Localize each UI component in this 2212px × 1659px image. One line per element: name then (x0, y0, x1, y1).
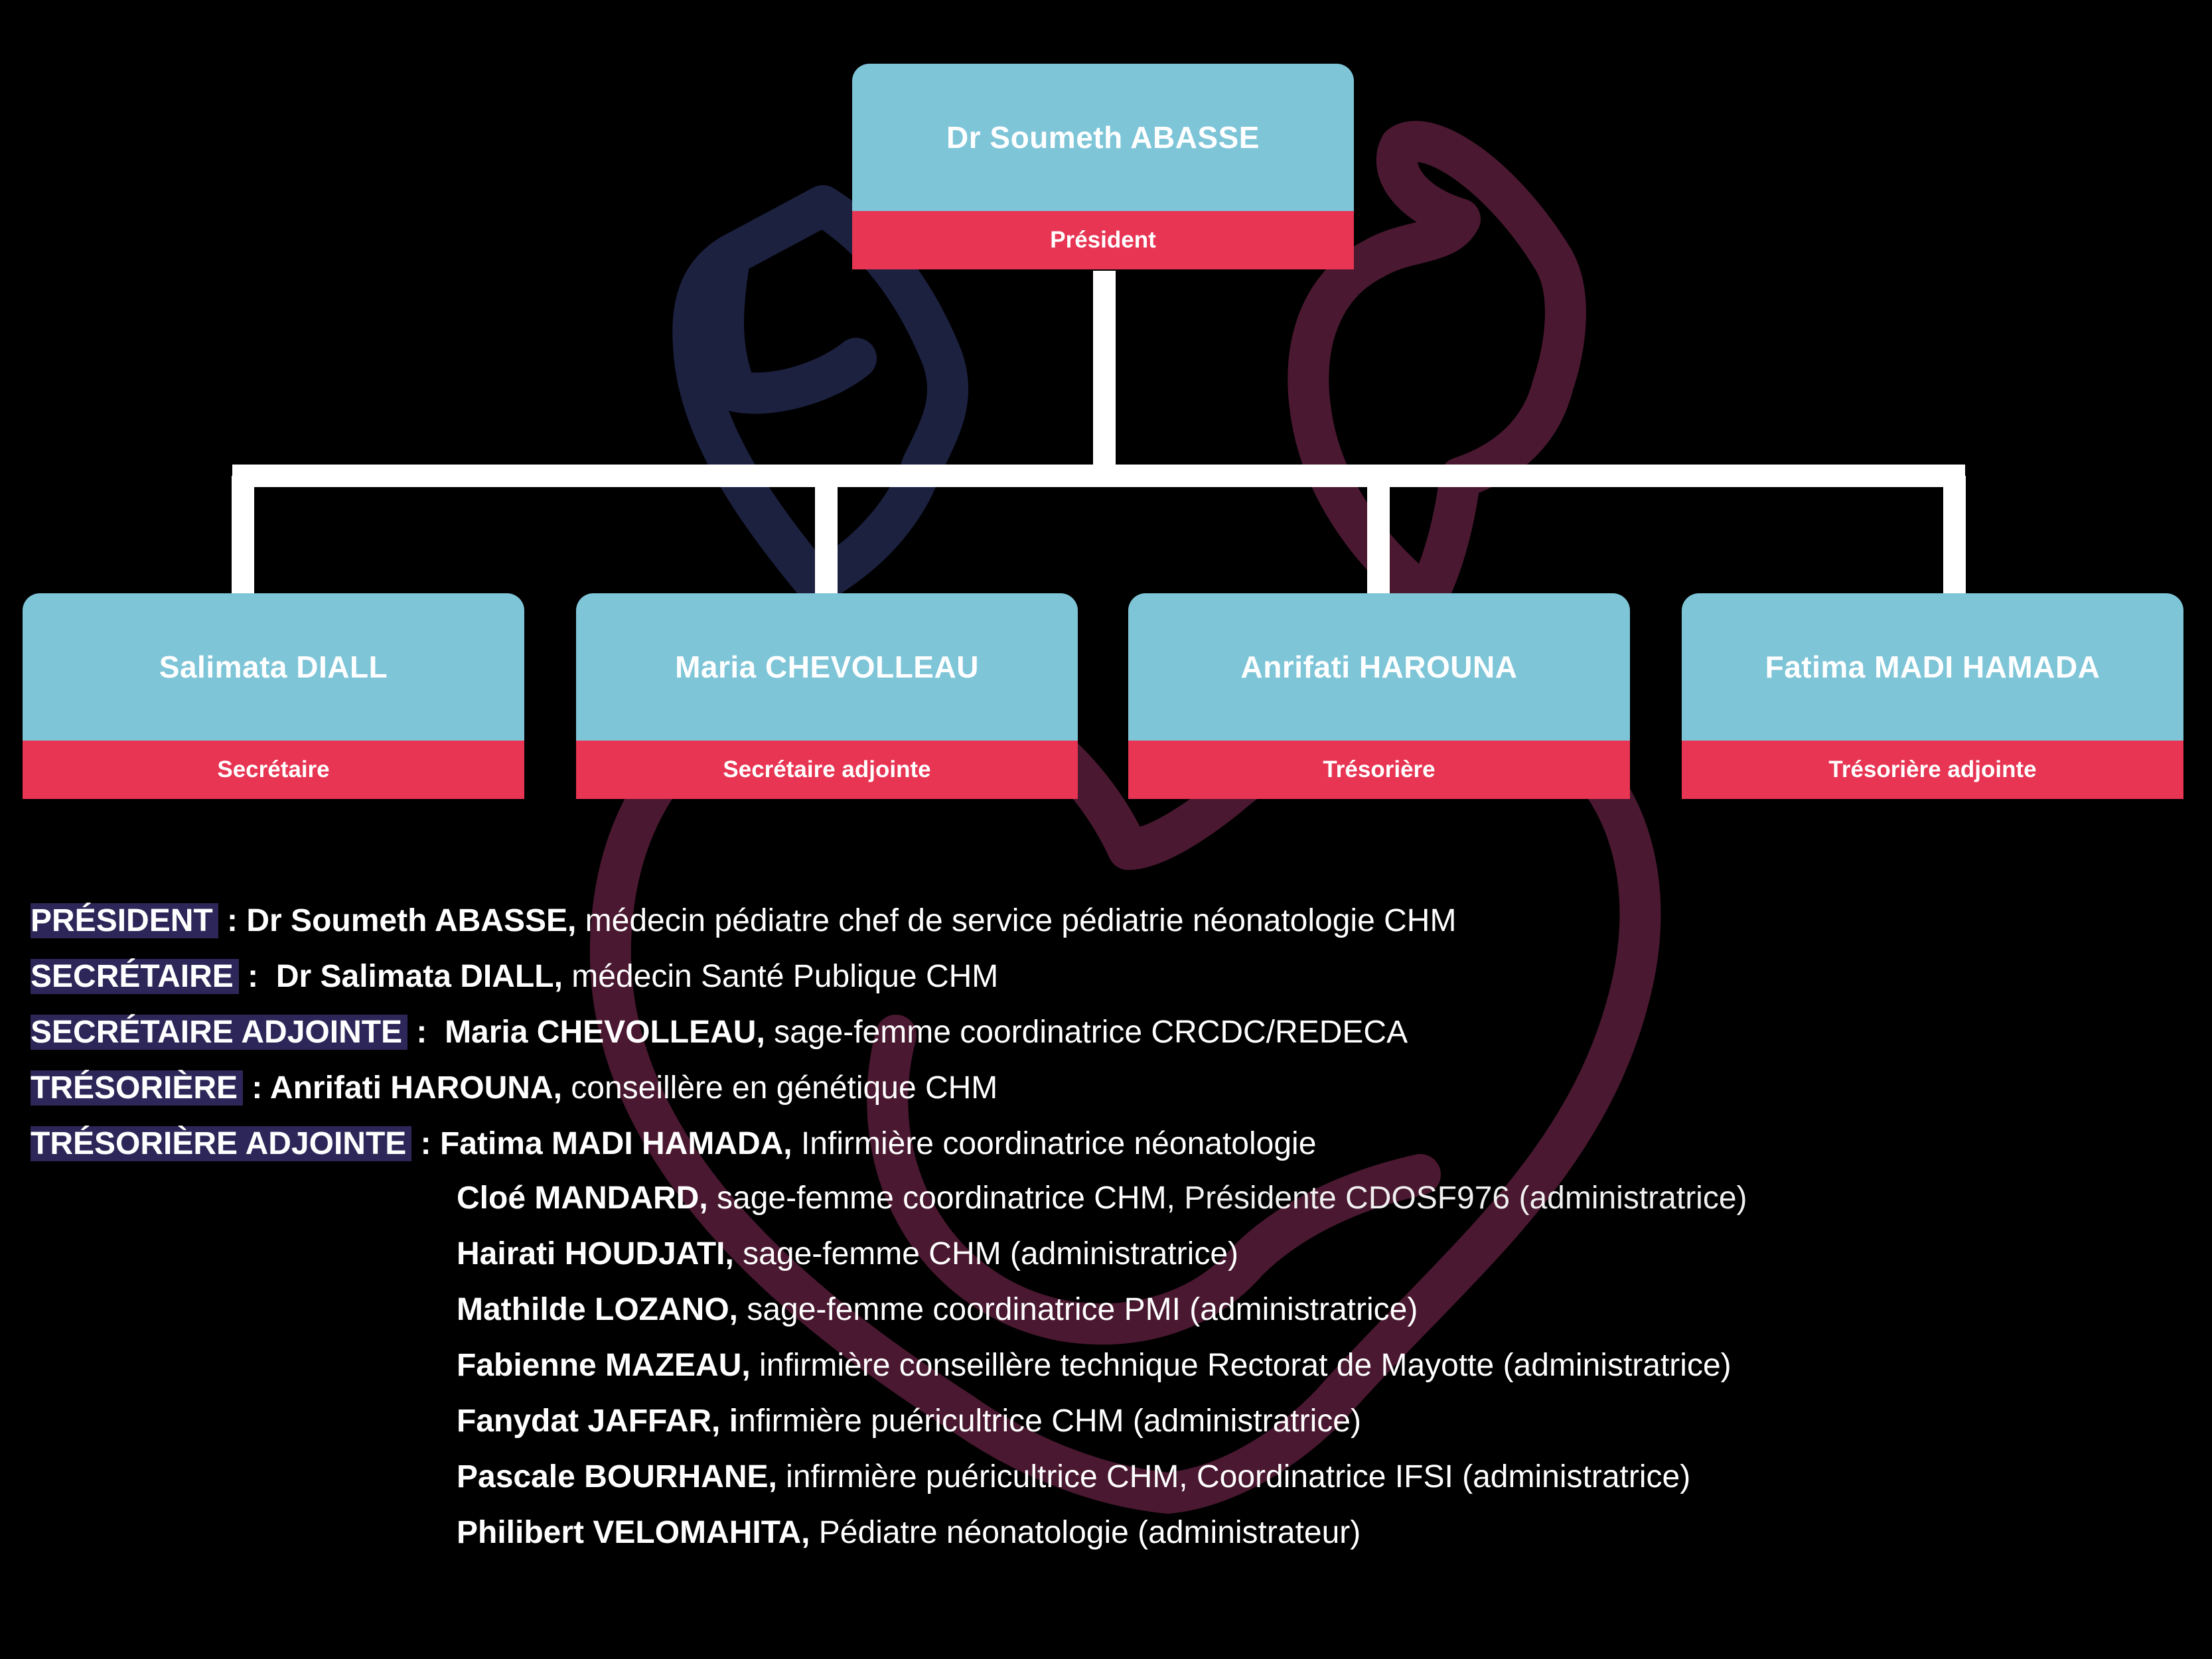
admin-row: Philibert VELOMAHITA, Pédiatre néonatolo… (457, 1509, 1361, 1557)
role-label: TRÉSORIÈRE ADJOINTE (31, 1126, 412, 1161)
admin-row: Hairati HOUDJATI, sage-femme CHM (admini… (457, 1230, 1238, 1278)
person-name: Hairati HOUDJATI, (457, 1236, 734, 1271)
president-card: Dr Soumeth ABASSE Président (852, 64, 1354, 269)
person-description: sage-femme coordinatrice CRCDC/REDECA (765, 1015, 1408, 1050)
person-name: Dr Soumeth ABASSE, (246, 903, 577, 938)
admin-row: Fanydat JAFFAR, infirmière puéricultrice… (457, 1398, 1361, 1445)
member-role: Secrétaire adjointe (576, 741, 1078, 799)
member-name: Anrifati HAROUNA (1128, 593, 1630, 741)
admin-row: Mathilde LOZANO, sage-femme coordinatric… (457, 1286, 1418, 1334)
member-card-treasurer: Anrifati HAROUNA Trésorière (1128, 593, 1630, 799)
person-name: Cloé MANDARD, (457, 1181, 708, 1216)
board-row-treasurer: TRÉSORIÈRE : Anrifati HAROUNA, conseillè… (31, 1064, 997, 1112)
role-label: SECRÉTAIRE ADJOINTE (31, 1015, 408, 1050)
member-role: Secrétaire (23, 741, 524, 799)
admin-row: Pascale BOURHANE, infirmière puéricultri… (457, 1453, 1690, 1501)
member-role: Trésorière (1128, 741, 1630, 799)
board-row-secretary: SECRÉTAIRE : Dr Salimata DIALL, médecin … (31, 953, 998, 1001)
person-description: infirmière conseillère technique Rectora… (750, 1348, 1732, 1383)
separator: : (238, 959, 276, 994)
person-name: Fatima MADI HAMADA, (439, 1126, 792, 1161)
person-description: Infirmière coordinatrice néonatologie (792, 1126, 1317, 1161)
board-row-president: PRÉSIDENT : Dr Soumeth ABASSE, médecin p… (31, 897, 1456, 945)
role-label: PRÉSIDENT (31, 903, 218, 938)
president-role: Président (852, 211, 1354, 269)
person-description: infirmière puéricultrice CHM, Coordinatr… (776, 1459, 1691, 1494)
member-card-deputy-secretary: Maria CHEVOLLEAU Secrétaire adjointe (576, 593, 1078, 799)
person-name: Fabienne MAZEAU, (457, 1348, 751, 1383)
person-name: Fanydat JAFFAR, i (457, 1404, 739, 1439)
person-name: Mathilde LOZANO, (457, 1292, 738, 1327)
separator: : (407, 1015, 445, 1050)
admin-row: Fabienne MAZEAU, infirmière conseillère … (457, 1342, 1732, 1390)
member-card-deputy-treasurer: Fatima MADI HAMADA Trésorière adjointe (1682, 593, 2183, 799)
board-row-deputy-secretary: SECRÉTAIRE ADJOINTE : Maria CHEVOLLEAU, … (31, 1009, 1408, 1056)
person-name: Pascale BOURHANE, (457, 1459, 777, 1494)
person-description: médecin pédiatre chef de service pédiatr… (576, 903, 1457, 938)
role-label: SECRÉTAIRE (31, 959, 239, 994)
separator: : (243, 1070, 270, 1106)
person-description: sage-femme coordinatrice CHM, (707, 1181, 1175, 1216)
role-label: TRÉSORIÈRE (31, 1070, 244, 1106)
watermark-right-lobe (1288, 121, 1586, 618)
person-description: sage-femme CHM (administratrice) (733, 1236, 1238, 1271)
member-name: Salimata DIALL (23, 593, 524, 741)
member-card-secretary: Salimata DIALL Secrétaire (23, 593, 524, 799)
member-name: Maria CHEVOLLEAU (576, 593, 1078, 741)
separator: : (218, 903, 247, 938)
person-name: Anrifati HAROUNA, (269, 1070, 562, 1106)
member-role: Trésorière adjointe (1682, 741, 2183, 799)
person-description: nfirmière puéricultrice CHM (administrat… (738, 1404, 1361, 1439)
person-description: Pédiatre néonatologie (administrateur) (810, 1515, 1361, 1550)
person-name: Maria CHEVOLLEAU, (445, 1015, 765, 1050)
admin-row: Cloé MANDARD, sage-femme coordinatrice C… (457, 1175, 1747, 1222)
board-row-deputy-treasurer: TRÉSORIÈRE ADJOINTE : Fatima MADI HAMADA… (31, 1120, 1316, 1168)
member-name: Fatima MADI HAMADA (1682, 593, 2183, 741)
separator: : (411, 1126, 440, 1161)
president-name: Dr Soumeth ABASSE (852, 64, 1354, 211)
person-description: sage-femme coordinatrice PMI (administra… (737, 1292, 1418, 1327)
person-name: Dr Salimata DIALL, (275, 959, 563, 994)
person-extra: Présidente CDOSF976 (administratrice) (1175, 1181, 1747, 1216)
person-description: conseillère en génétique CHM (561, 1070, 998, 1106)
watermark-inner-curve (867, 1015, 1441, 1345)
person-description: médecin Santé Publique CHM (562, 959, 999, 994)
person-name: Philibert VELOMAHITA, (457, 1515, 810, 1550)
